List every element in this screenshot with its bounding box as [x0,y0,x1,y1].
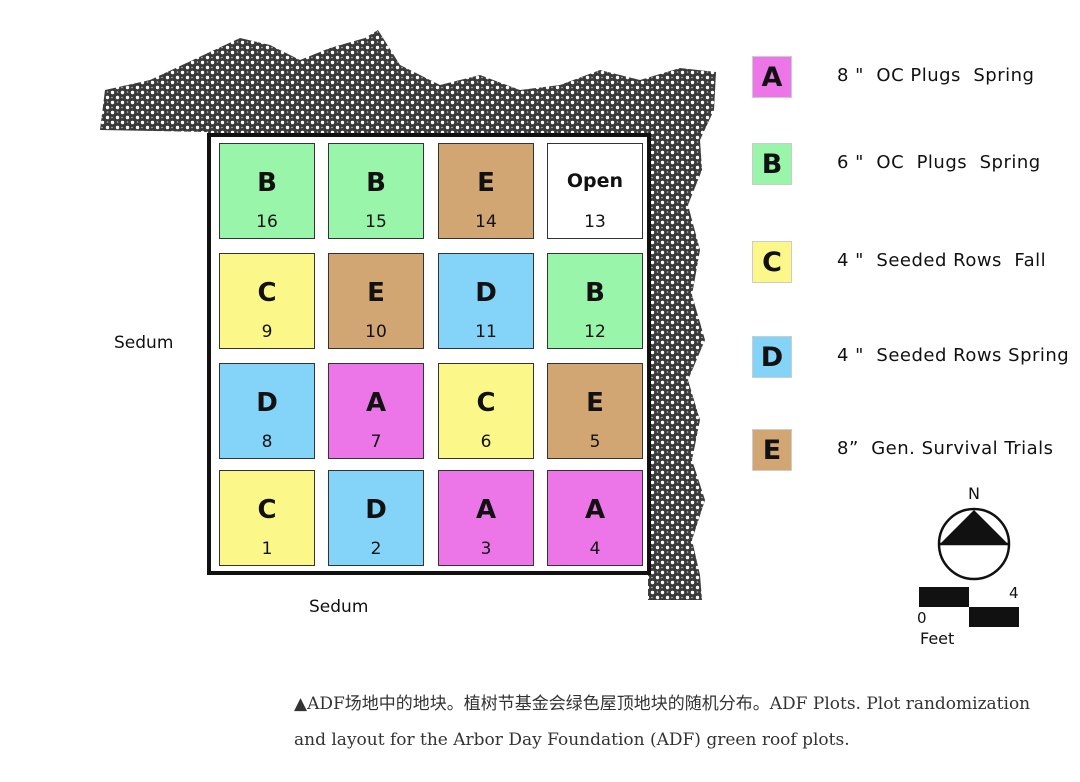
sedum-label-left: Sedum [114,333,174,353]
legend-swatch: A [752,56,792,98]
plot-treatment-letter: C [257,278,277,308]
legend-swatch: C [752,241,792,283]
gravel-shape [100,30,716,600]
legend-text: 8” Gen. Survival Trials [837,438,1054,459]
plot-treatment-letter: A [365,388,387,418]
sedum-label-bottom: Sedum [309,597,369,617]
plot-number: 13 [584,212,606,232]
plot-treatment-letter: A [475,495,497,525]
plot-number: 4 [589,539,601,559]
scale-bar-block-right [969,607,1019,627]
plot-treatment-letter: A [584,495,606,525]
figure-caption: ▲ADF场地中的地块。植树节基金会绿色屋顶地块的随机分布。ADF Plots. … [294,694,1031,750]
plot-number: 8 [261,432,273,452]
legend-swatch: D [752,336,792,378]
plot-number: 1 [261,539,273,559]
legend-swatch: B [752,143,792,185]
plot-number: 3 [480,539,492,559]
plot-number: 14 [475,212,497,232]
plot-15: B 15 [328,143,424,239]
plot-number: 5 [589,432,601,452]
plot-number: 2 [370,539,382,559]
plot-14: E 14 [438,143,534,239]
legend-text: 4 " Seeded Rows Spring [837,345,1070,366]
plot-number: 6 [480,432,492,452]
plot-treatment-letter: E [367,278,385,308]
plot-number: 7 [370,432,382,452]
plot-treatment-letter: B [366,168,386,198]
scale-bar-block-left [919,587,969,607]
legend-text: 4 " Seeded Rows Fall [837,250,1047,271]
plot-treatment-letter: B [257,168,277,198]
plot-number: 10 [365,322,387,342]
plot-13: Open 13 [547,143,643,239]
plot-treatment-letter: C [257,495,277,525]
plot-treatment-letter: D [256,388,278,418]
plot-treatment-letter: Open [566,170,624,192]
plot-10: E 10 [328,253,424,349]
plot-treatment-letter: E [477,168,495,198]
plot-treatment-letter: B [585,278,605,308]
plot-number: 9 [261,322,273,342]
plot-16: B 16 [219,143,315,239]
compass-arrow [940,510,1008,544]
plot-number: 15 [365,212,387,232]
plot-treatment-letter: D [475,278,497,308]
scale-unit-label: Feet [920,629,955,648]
plot-treatment-letter: C [476,388,496,418]
legend-swatch: E [752,429,792,471]
plot-11: D 11 [438,253,534,349]
plot-number: 16 [256,212,278,232]
north-arrow-icon: N [919,484,1019,627]
plot-12: B 12 [547,253,643,349]
legend-text: 8 " OC Plugs Spring [837,65,1035,86]
plot-number: 12 [584,322,606,342]
plot-treatment-letter: D [365,495,387,525]
plot-treatment-letter: E [586,388,604,418]
plot-number: 11 [475,322,497,342]
scale-start-label: 0 [917,609,927,627]
legend-text: 6 " OC Plugs Spring [837,152,1041,173]
compass-north-label: N [968,484,980,503]
scale-end-label: 4 [1009,584,1019,602]
